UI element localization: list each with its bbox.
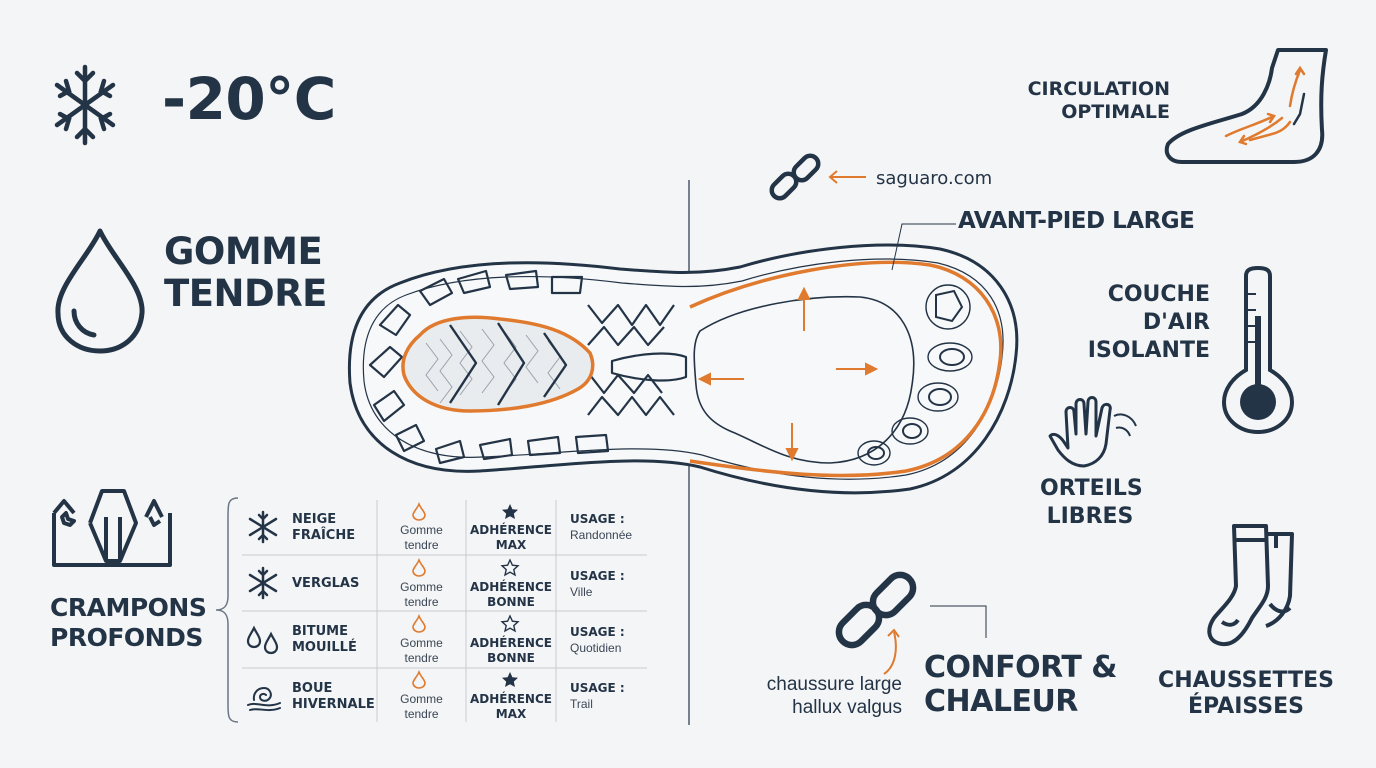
row4-rubber-line2: tendre xyxy=(404,707,439,721)
row1-terrain-line1: NEIGE xyxy=(292,512,337,527)
air-layer-line1: COUCHE xyxy=(1107,282,1210,307)
forefoot-callout-line xyxy=(891,223,956,271)
row2-usage-value: Ville xyxy=(570,585,593,599)
star-filled-icon xyxy=(502,504,518,519)
air-layer-line3: ISOLANTE xyxy=(1087,338,1210,363)
rubber-block: GOMME TENDRE xyxy=(50,225,340,360)
row2-grip-line2: BONNE xyxy=(487,595,535,609)
row3-terrain-line1: BITUME xyxy=(292,624,348,639)
row4-terrain-line1: BOUE xyxy=(292,681,333,696)
star-outline-icon xyxy=(500,614,520,633)
temperature-block: -20°C xyxy=(50,55,350,150)
row-snowflake-icon xyxy=(248,510,278,544)
forefoot-label: AVANT-PIED LARGE xyxy=(958,208,1195,234)
toes-line1: ORTEILS xyxy=(1040,476,1143,501)
thermometer-icon xyxy=(1221,265,1295,435)
table-grid xyxy=(242,500,647,722)
row3-rubber-line2: tendre xyxy=(404,651,439,665)
arrow-left-icon xyxy=(828,170,866,184)
table-brace xyxy=(215,497,239,723)
circulation-line1: CIRCULATION xyxy=(1027,78,1170,100)
rubber-line2: TENDRE xyxy=(164,272,327,315)
row3-grip-line2: BONNE xyxy=(487,651,535,665)
row3-terrain-line2: MOUILLÉ xyxy=(292,640,357,655)
row3-usage-value: Quotidien xyxy=(570,641,622,655)
droplet-icon xyxy=(55,228,145,354)
row1-usage-label: USAGE : xyxy=(570,512,625,526)
foot-icon xyxy=(1164,48,1328,164)
socks-line2: ÉPAISSES xyxy=(1188,694,1304,719)
forefoot-orange-line xyxy=(689,260,1003,478)
row2-droplet-icon xyxy=(412,557,426,577)
rubber-line1: GOMME xyxy=(164,230,323,273)
circulation-line2: OPTIMALE xyxy=(1061,101,1170,123)
row4-grip-line2: MAX xyxy=(495,707,527,721)
socks-icon xyxy=(1207,524,1294,647)
row-snowflake-icon xyxy=(248,566,278,600)
foot-outline xyxy=(693,295,915,464)
row2-usage-label: USAGE : xyxy=(570,569,625,583)
mud-swirl-icon xyxy=(247,686,281,712)
cleats-block: CRAMPONS PROFONDS xyxy=(48,485,228,655)
link-icon[interactable] xyxy=(766,150,824,208)
row2-rubber-line2: tendre xyxy=(404,595,439,609)
row3-grip-line1: ADHÉRENCE xyxy=(470,636,552,650)
star-outline-icon xyxy=(500,558,520,577)
link-url[interactable]: saguaro.com xyxy=(876,168,993,189)
row2-grip-line1: ADHÉRENCE xyxy=(470,580,552,594)
row1-usage-value: Randonnée xyxy=(570,528,633,542)
row1-terrain-line2: FRAÎCHE xyxy=(292,528,356,543)
conditions-table: NEIGE FRAÎCHE Gomme tendre ADHÉRENCE MAX… xyxy=(242,498,647,724)
row4-grip-line1: ADHÉRENCE xyxy=(470,692,552,706)
row2-rubber-line1: Gomme xyxy=(400,580,443,594)
row3-droplet-icon xyxy=(412,613,426,633)
row4-terrain-line2: HIVERNALE xyxy=(292,697,375,712)
row1-rubber-line2: tendre xyxy=(404,538,439,552)
star-filled-icon xyxy=(502,672,518,687)
row4-usage-label: USAGE : xyxy=(570,681,625,695)
temperature-value: -20°C xyxy=(162,65,336,133)
sole-outline xyxy=(347,243,1019,495)
hand-icon xyxy=(1048,396,1137,468)
bunion-line1: chaussure large xyxy=(766,674,902,695)
cleats-line2: PROFONDS xyxy=(50,623,203,652)
comfort-callout-line xyxy=(930,605,987,638)
toes-line2: LIBRES xyxy=(1046,504,1134,529)
row4-droplet-icon xyxy=(412,669,426,689)
row1-rubber-line1: Gomme xyxy=(400,523,443,537)
curved-arrow-icon xyxy=(883,628,900,675)
snowflake-icon xyxy=(54,64,116,146)
row3-usage-label: USAGE : xyxy=(570,625,625,639)
cleats-icon xyxy=(52,489,172,567)
row3-rubber-line1: Gomme xyxy=(400,636,443,650)
socks-line1: CHAUSSETTES xyxy=(1158,668,1334,693)
comfort-link-icon xyxy=(835,571,917,649)
comfort-line2: CHALEUR xyxy=(924,684,1078,719)
droplets-icon xyxy=(246,625,279,655)
row4-rubber-line1: Gomme xyxy=(400,692,443,706)
air-layer-line2: D'AIR xyxy=(1142,310,1210,335)
row2-terrain-line1: VERGLAS xyxy=(292,576,360,591)
row1-droplet-icon xyxy=(412,501,426,521)
row4-usage-value: Trail xyxy=(570,697,593,711)
row1-grip-line2: MAX xyxy=(495,538,527,552)
sole-diagram xyxy=(347,243,1019,495)
row1-grip-line1: ADHÉRENCE xyxy=(470,523,552,537)
soft-rubber-insert xyxy=(401,315,595,413)
bunion-line2: hallux valgus xyxy=(792,697,902,718)
comfort-line1: CONFORT & xyxy=(924,650,1117,685)
cleats-line1: CRAMPONS xyxy=(50,593,207,622)
